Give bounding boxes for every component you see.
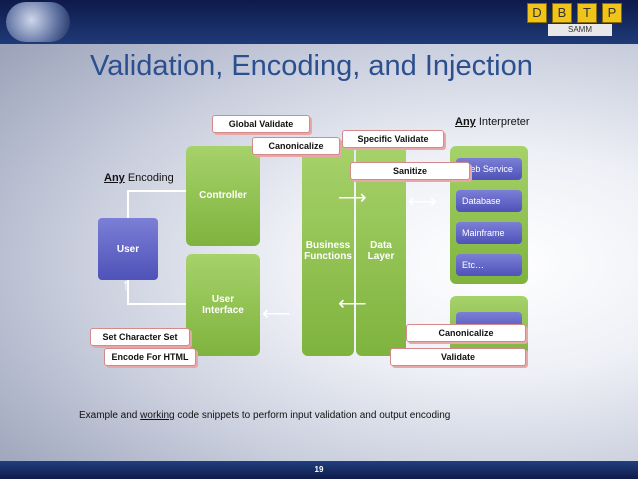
left-arrow-ui-icon: ⟵ [262,303,291,325]
sanitize-tag: Sanitize [350,162,470,180]
controller-label: Controller [199,190,247,201]
caption-suffix: code snippets to perform input validatio… [174,410,451,421]
ui-to-user-line-h [127,303,186,305]
any-encoding-rest: Encoding [124,172,174,184]
any-interpreter-label: Any Interpreter [455,116,530,128]
badge-t: T [577,3,597,23]
data-layer-box: Data Layer [356,146,406,356]
user-box: User [98,218,158,280]
caption-working: working [140,410,175,421]
data-layer-label: Data Layer [367,240,395,262]
canonicalize-bottom-tag: Canonicalize [406,324,526,342]
up-arrow-icon: ↑ [122,277,130,294]
owasp-logo [6,2,70,42]
interpreter-web-service: Web Service [456,158,522,180]
canonicalize-top-tag: Canonicalize [252,137,340,155]
validate-tag: Validate [390,348,526,366]
slide-title: Validation, Encoding, and Injection [90,50,533,82]
any-interpreter-rest: Interpreter [475,116,530,128]
user-to-controller-line-h [127,190,186,192]
ui-to-user-line-v [127,280,129,304]
business-functions-label: Business Functions [304,240,352,262]
set-character-set-tag: Set Character Set [90,328,190,346]
user-interface-box: User Interface [186,254,260,356]
samm-label: SAMM [548,24,612,36]
left-arrow-icon: ⟵ [338,293,367,315]
page-number: 19 [314,465,324,474]
encode-for-html-tag: Encode For HTML [104,348,196,366]
bidirectional-arrow-icon: ⟷ [408,191,437,213]
any-interpreter-any: Any [455,116,476,128]
any-encoding-any: Any [104,172,125,184]
user-to-controller-line-v [127,190,129,218]
interpreter-etc: Etc… [456,254,522,276]
caption-prefix: Example and [79,410,141,421]
badge-b: B [552,3,572,23]
caption: Example and working code snippets to per… [79,410,450,421]
right-arrow-icon: ⟶ [338,187,367,209]
global-validate-tag: Global Validate [212,115,310,133]
badge-d: D [527,3,547,23]
footer-bar: 19 [0,461,638,479]
interpreter-database: Database [456,190,522,212]
interpreter-mainframe: Mainframe [456,222,522,244]
specific-validate-tag: Specific Validate [342,130,444,148]
business-functions-box: Business Functions [302,146,354,356]
badge-p: P [602,3,622,23]
any-encoding-label: Any Encoding [104,172,174,184]
controller-box: Controller [186,146,260,246]
user-interface-label: User Interface [202,294,244,316]
user-label: User [116,244,140,255]
